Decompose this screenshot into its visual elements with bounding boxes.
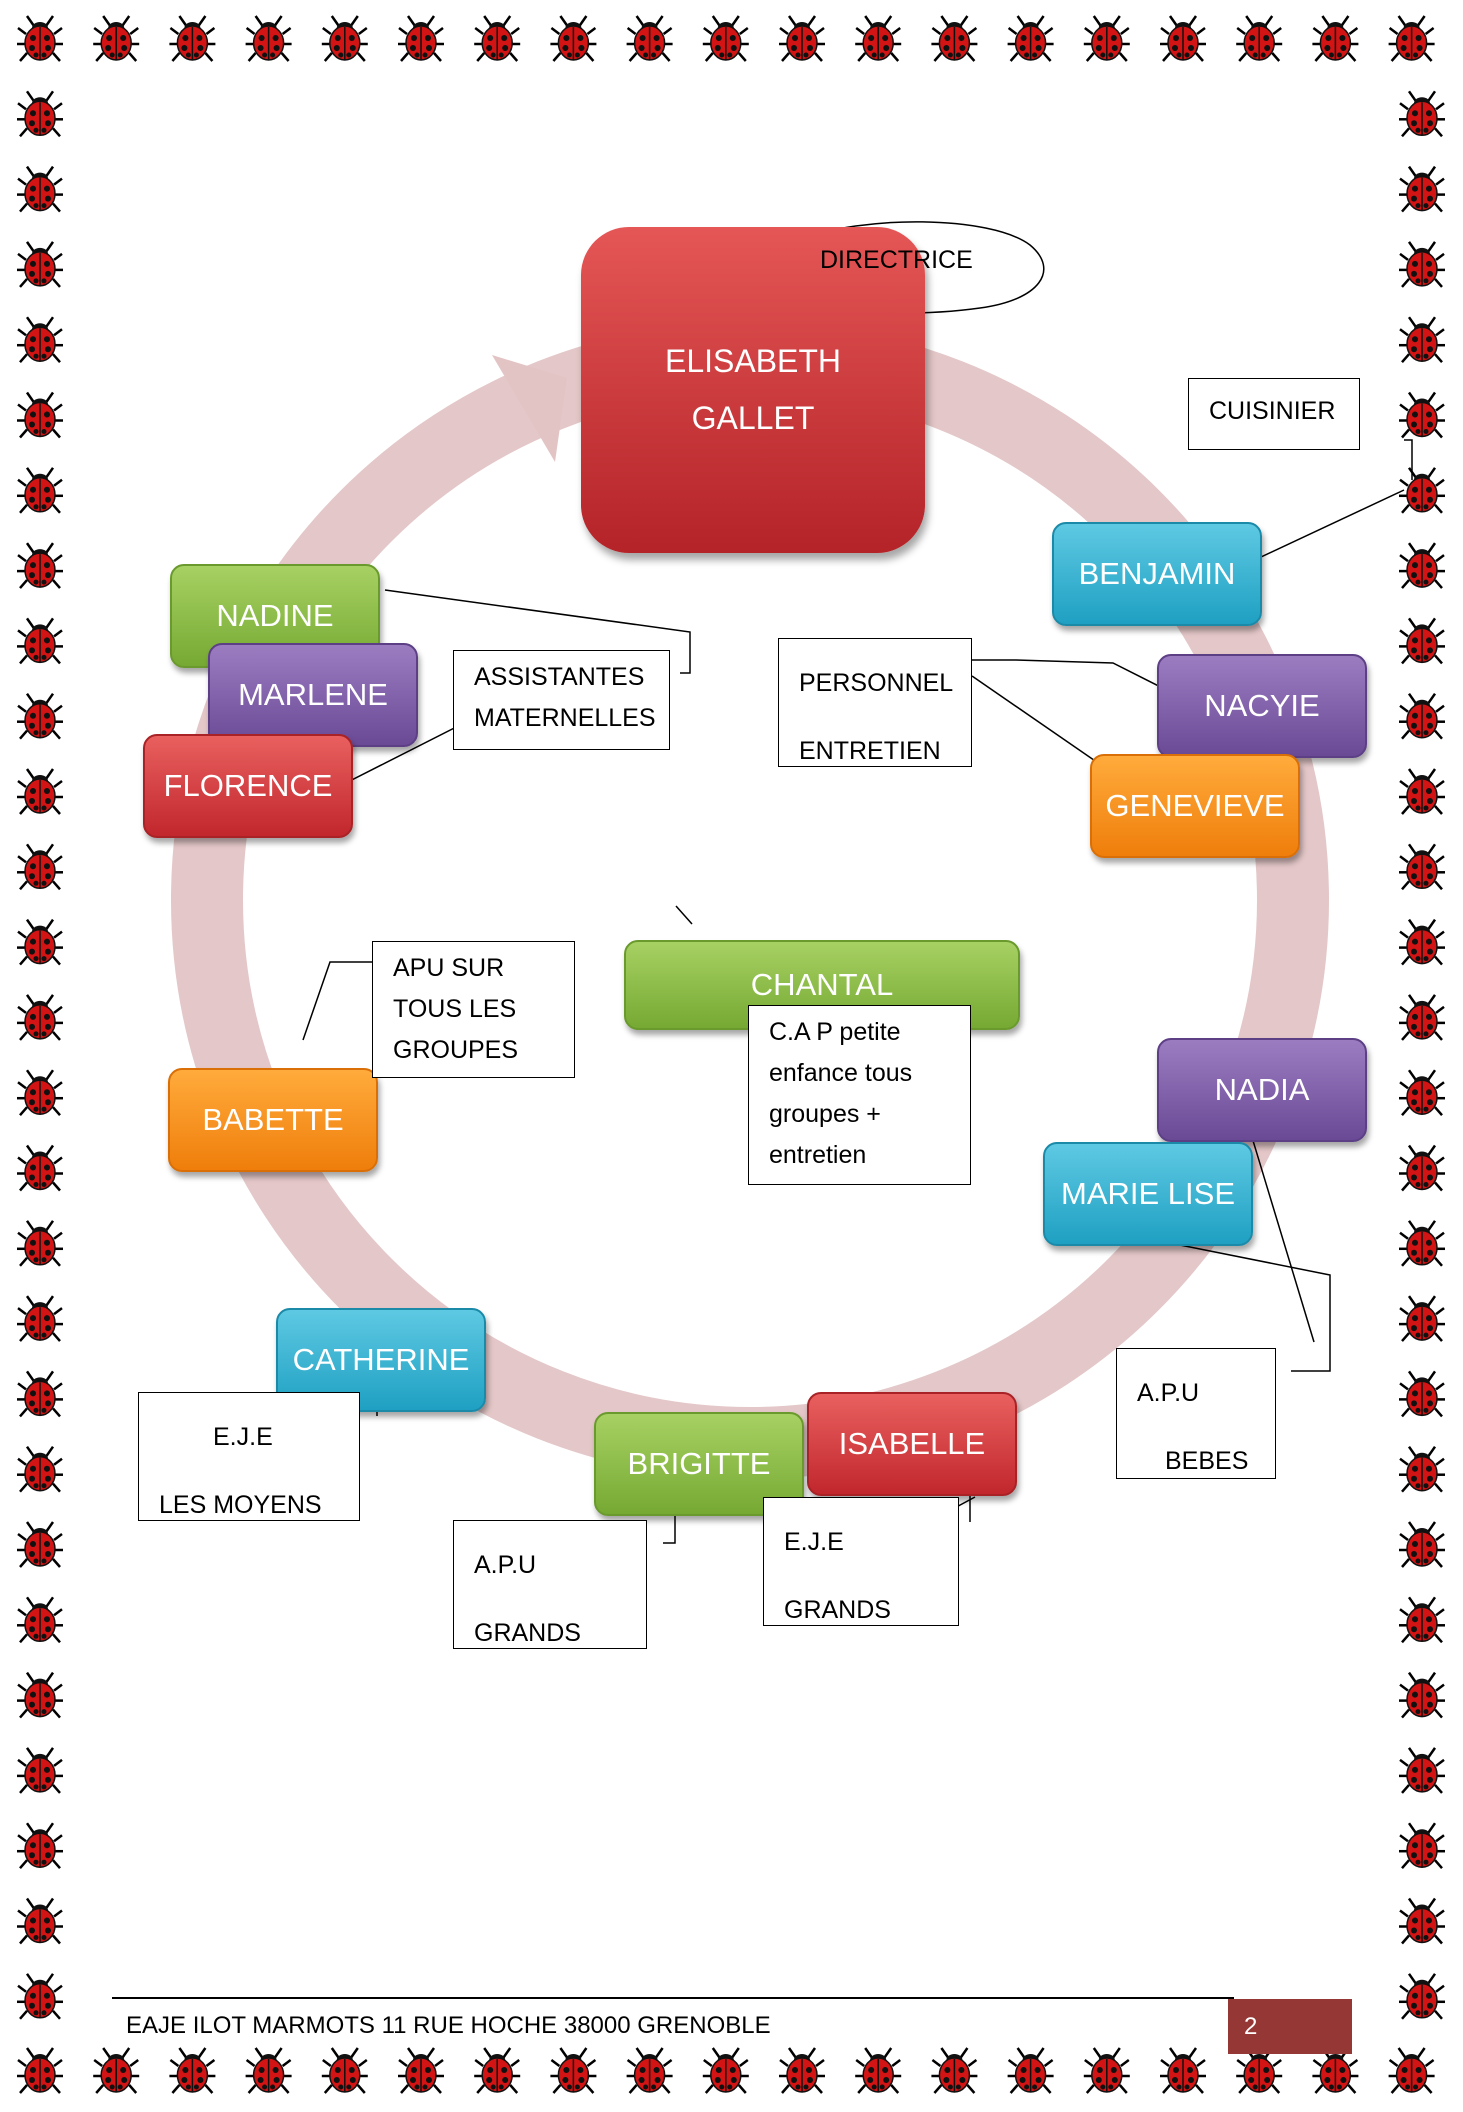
role-apu-tous-line2: TOUS LES [393, 995, 517, 1023]
role-cap-line2: enfance tous [769, 1059, 913, 1087]
role-cap-petite-enfance: C.A P petite enfance tous groupes + entr… [748, 1005, 971, 1185]
staff-babette: BABETTE [168, 1068, 378, 1172]
role-cuisinier: CUISINIER [1188, 378, 1360, 450]
page-number: 2 [1228, 1999, 1352, 2054]
role-apu-tous-line3: GROUPES [393, 1036, 519, 1064]
director-first-name: ELISABETH [664, 343, 842, 379]
role-apu-grands-line2: GRANDS [474, 1619, 581, 1647]
role-entretien: PERSONNEL ENTRETIEN [778, 638, 972, 767]
role-cap-line1: C.A P petite [769, 1018, 901, 1046]
role-cap-line3: groupes + [769, 1100, 881, 1128]
role-eje-moyens-line1: E.J.E [213, 1423, 273, 1451]
role-eje-grands: E.J.E GRANDS [763, 1497, 959, 1626]
role-eje-moyens: E.J.E LES MOYENS [138, 1392, 360, 1521]
role-assistantes: ASSISTANTES MATERNELLES [453, 650, 670, 750]
role-cuisinier-text: CUISINIER [1209, 397, 1336, 425]
directrice-label: DIRECTRICE [820, 246, 973, 274]
cycle-arrow-head [492, 355, 567, 462]
staff-marie-lise: MARIE LISE [1043, 1142, 1253, 1246]
director-last-name: GALLET [691, 400, 815, 436]
staff-nacyie: NACYIE [1157, 654, 1367, 758]
staff-florence: FLORENCE [143, 734, 353, 838]
role-apu-bebes-line2: BEBES [1165, 1447, 1249, 1475]
staff-marlene: MARLENE [208, 643, 418, 747]
role-apu-grands: A.P.U GRANDS [453, 1520, 647, 1649]
role-eje-grands-line1: E.J.E [784, 1528, 844, 1556]
role-cap-line4: entretien [769, 1141, 867, 1169]
staff-genevieve: GENEVIEVE [1090, 754, 1300, 858]
role-assistantes-line2: MATERNELLES [474, 704, 656, 732]
role-apu-bebes: A.P.U BEBES [1116, 1348, 1276, 1479]
role-eje-grands-line2: GRANDS [784, 1596, 891, 1624]
footer-address: EAJE ILOT MARMOTS 11 RUE HOCHE 38000 GRE… [126, 2012, 771, 2039]
footer-rule [112, 1997, 1234, 1999]
staff-nadia: NADIA [1157, 1038, 1367, 1142]
role-eje-moyens-line2: LES MOYENS [159, 1491, 322, 1519]
role-entretien-line1: PERSONNEL [799, 669, 954, 697]
role-apu-tous-line1: APU SUR [393, 954, 505, 982]
staff-benjamin: BENJAMIN [1052, 522, 1262, 626]
role-assistantes-line1: ASSISTANTES [474, 663, 645, 691]
role-apu-grands-line1: A.P.U [474, 1551, 537, 1579]
director-card: ELISABETH GALLET [581, 227, 925, 553]
role-apu-tous-groupes: APU SUR TOUS LES GROUPES [372, 941, 575, 1078]
role-apu-bebes-line1: A.P.U [1137, 1379, 1200, 1407]
role-entretien-line2: ENTRETIEN [799, 737, 941, 765]
staff-isabelle: ISABELLE [807, 1392, 1017, 1496]
